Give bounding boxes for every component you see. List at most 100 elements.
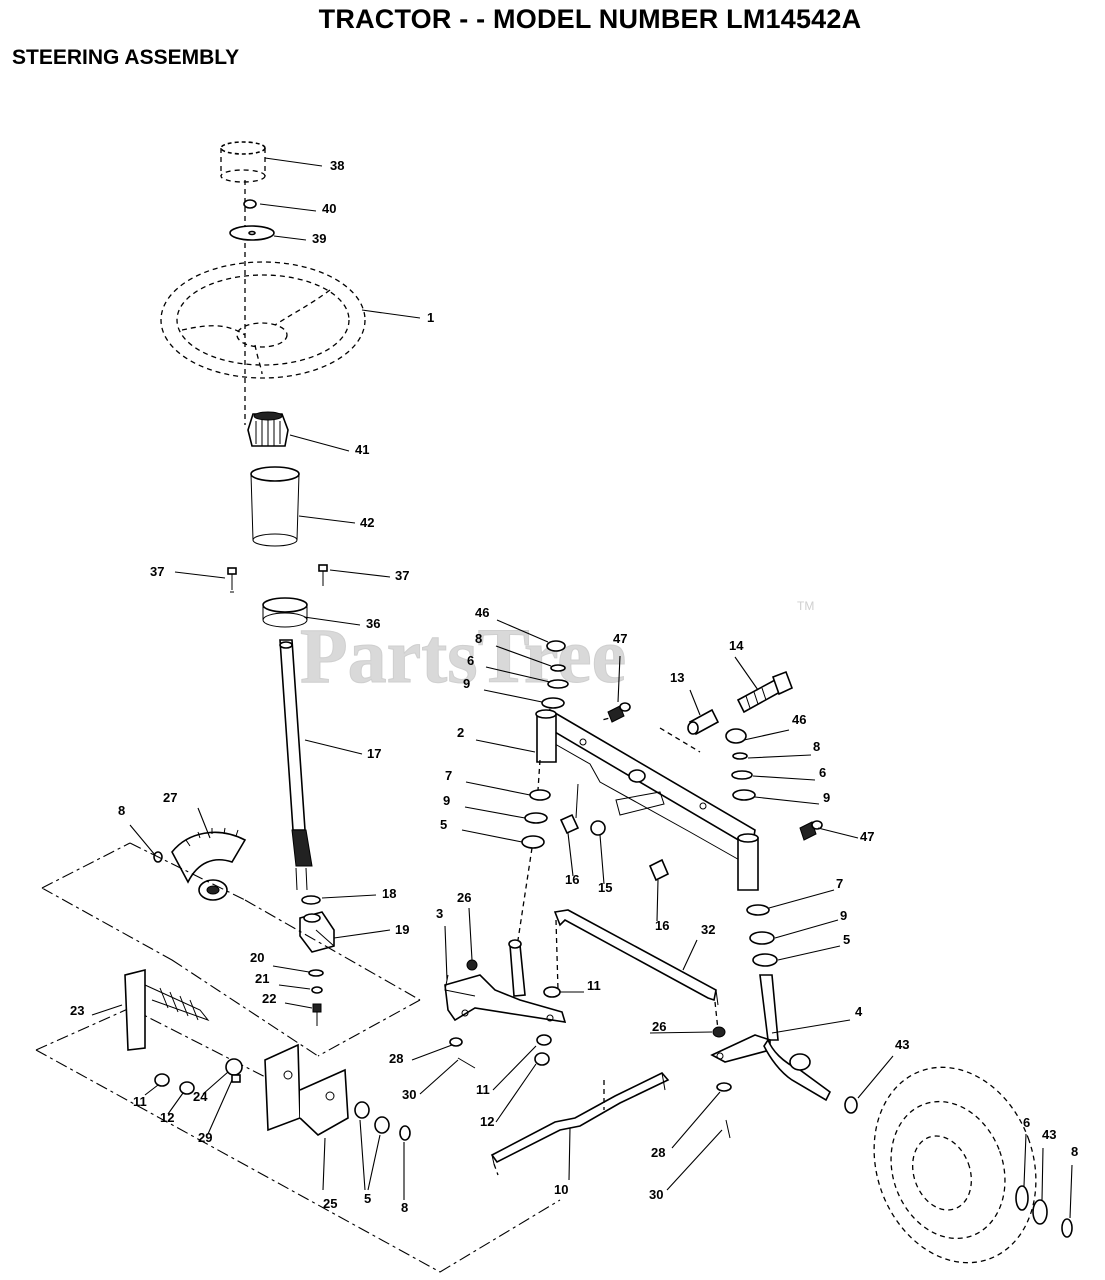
drag-link-washer-bottom[interactable]	[536, 1034, 552, 1046]
crank-bushing[interactable]	[225, 1058, 243, 1076]
wheel-washer[interactable]	[1015, 1185, 1029, 1211]
drag-link-washer-top[interactable]	[543, 986, 561, 998]
callout-41: 41	[355, 442, 369, 457]
pin-left[interactable]	[559, 813, 580, 835]
callout-43: 43	[1042, 1127, 1056, 1142]
callout-21: 21	[255, 971, 269, 986]
callout-22: 22	[262, 991, 276, 1006]
callout-3: 3	[436, 906, 443, 921]
callout-10: 10	[554, 1182, 568, 1197]
axle-nut[interactable]	[590, 820, 606, 836]
axle-bolt-line	[601, 715, 701, 753]
callout-11: 11	[476, 1082, 490, 1097]
wheel-clip[interactable]	[1061, 1218, 1073, 1238]
spindle-fitting-left[interactable]	[466, 959, 478, 971]
callout-8: 8	[118, 803, 125, 818]
callout-11: 11	[587, 978, 601, 993]
steering-wheel[interactable]	[160, 261, 366, 379]
callout-28: 28	[651, 1145, 665, 1160]
callout-20: 20	[250, 950, 264, 965]
pin-right[interactable]	[648, 858, 670, 882]
wheel-outer-washer[interactable]	[1032, 1199, 1048, 1225]
spindle-bearing-right[interactable]	[752, 953, 778, 967]
callout-7: 7	[445, 768, 452, 783]
front-wheel[interactable]	[848, 1044, 1063, 1280]
block-bolt[interactable]	[312, 1003, 322, 1026]
callout-13: 13	[670, 670, 684, 685]
steering-pinion-block[interactable]	[299, 911, 335, 953]
steering-nut[interactable]	[243, 199, 257, 209]
callout-24: 24	[193, 1089, 208, 1104]
callout-17: 17	[367, 746, 381, 761]
callout-25: 25	[323, 1196, 337, 1211]
axle-washer-outer[interactable]	[844, 1096, 858, 1114]
callout-12: 12	[480, 1114, 494, 1129]
callout-9: 9	[840, 908, 847, 923]
right-spindle[interactable]	[710, 974, 832, 1102]
grease-fitting-right[interactable]	[799, 820, 823, 841]
callout-6: 6	[467, 653, 474, 668]
left-spindle[interactable]	[444, 939, 567, 1023]
callout-16: 16	[565, 872, 579, 887]
axle-spacer[interactable]	[687, 708, 720, 736]
screw-right[interactable]	[318, 564, 328, 586]
front-axle-beam[interactable]	[535, 708, 759, 891]
spindle-washer-left-1[interactable]	[529, 789, 551, 801]
crank-washer[interactable]	[154, 1073, 170, 1087]
axle-washer-right[interactable]	[731, 770, 753, 780]
callout-29: 29	[198, 1130, 212, 1145]
callout-7: 7	[836, 876, 843, 891]
watermark-trademark: TM	[797, 599, 814, 613]
steering-bushing[interactable]	[262, 597, 308, 628]
callout-8: 8	[475, 631, 482, 646]
axle-bearing-right-top[interactable]	[732, 789, 756, 801]
callout-30: 30	[649, 1187, 663, 1202]
steering-sleeve[interactable]	[250, 466, 300, 547]
cotter-pin-left[interactable]	[457, 1057, 476, 1069]
steering-bracket[interactable]	[264, 1043, 349, 1136]
axle-washer-left[interactable]	[547, 679, 569, 689]
spindle-washer-right-1[interactable]	[746, 904, 770, 916]
callout-8: 8	[1071, 1144, 1078, 1159]
bracket-bolt[interactable]	[231, 1074, 241, 1083]
spindle-washer-left-2[interactable]	[524, 812, 548, 824]
bracket-clip[interactable]	[399, 1125, 411, 1141]
steering-cap[interactable]	[220, 141, 266, 183]
drag-link[interactable]	[553, 909, 719, 1006]
screw-left[interactable]	[227, 567, 237, 593]
tie-rod-washer-left[interactable]	[449, 1037, 463, 1047]
cotter-pin-right[interactable]	[725, 1119, 731, 1139]
crank-nut[interactable]	[179, 1081, 195, 1095]
axle-pivot-bolt[interactable]	[736, 670, 794, 714]
steering-shaft[interactable]	[279, 639, 313, 891]
axle-cap-right[interactable]	[725, 728, 747, 744]
callout-37: 37	[395, 568, 409, 583]
axle-bearing-left-top[interactable]	[541, 697, 565, 709]
tie-rod-washer-right[interactable]	[716, 1082, 732, 1092]
block-lockwasher[interactable]	[311, 986, 323, 994]
spindle-bearing-left[interactable]	[521, 835, 545, 849]
callout-37: 37	[150, 564, 164, 579]
steering-adapter[interactable]	[247, 411, 289, 447]
steering-washer[interactable]	[229, 225, 275, 241]
shaft-washer[interactable]	[301, 895, 321, 905]
bracket-washers[interactable]	[354, 1101, 390, 1134]
steering-crank[interactable]	[124, 968, 210, 1051]
block-washer[interactable]	[308, 969, 324, 977]
phantom-outline-lower	[35, 1007, 561, 1273]
axle-cap-left[interactable]	[546, 640, 566, 652]
pin-leader-line	[575, 783, 579, 819]
grease-fitting-left[interactable]	[607, 702, 631, 723]
tie-rod[interactable]	[490, 1072, 670, 1165]
callout-5: 5	[364, 1191, 371, 1206]
sector-gear[interactable]	[171, 827, 247, 901]
axle-ring-left[interactable]	[550, 664, 566, 672]
spindle-fitting-right[interactable]	[712, 1026, 726, 1038]
callout-32: 32	[701, 922, 715, 937]
axle-ring-right[interactable]	[732, 752, 748, 760]
callout-2: 2	[457, 725, 464, 740]
drag-link-nut[interactable]	[534, 1052, 550, 1066]
spindle-washer-right-2[interactable]	[749, 931, 775, 945]
